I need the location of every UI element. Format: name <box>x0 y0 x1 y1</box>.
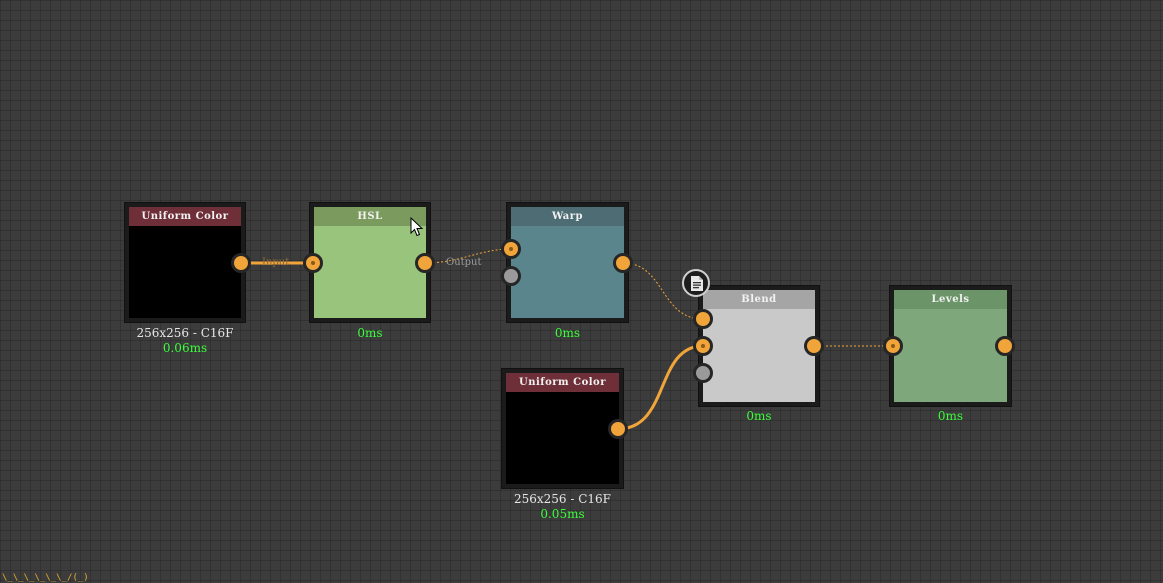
levels-output-port[interactable] <box>995 336 1015 356</box>
node-uniform-color-2[interactable]: Uniform Color <box>501 368 624 489</box>
levels-caption: 0ms <box>889 409 1012 424</box>
warp-output-port[interactable] <box>613 253 633 273</box>
node-dimensions: 256x256 - C16F <box>513 492 612 506</box>
blend-output-port[interactable] <box>804 336 824 356</box>
uniform-color-2-output-port[interactable] <box>608 419 628 439</box>
blend-caption: 0ms <box>698 409 820 424</box>
node-preview <box>314 226 426 318</box>
blend-foreground-port[interactable] <box>693 309 713 329</box>
document-icon <box>691 276 703 291</box>
warp-input-port[interactable] <box>501 239 521 259</box>
uniform-color-2-caption: 256x256 - C16F 0.05ms <box>501 492 624 522</box>
mouse-pointer-icon <box>410 217 424 237</box>
node-title: HSL <box>314 207 426 226</box>
warp-caption: 0ms <box>506 326 629 341</box>
node-time: 0.05ms <box>540 507 585 521</box>
document-button[interactable] <box>682 269 710 297</box>
node-preview <box>506 392 619 484</box>
node-blend[interactable]: Blend <box>698 285 820 407</box>
node-warp[interactable]: Warp <box>506 202 629 323</box>
status-text: \_\_\_\_\_\_/(_) <box>2 573 89 583</box>
node-preview <box>511 226 624 318</box>
node-title: Uniform Color <box>129 207 241 226</box>
node-time: 0ms <box>937 409 964 423</box>
wire-label-input: Input <box>262 257 290 268</box>
node-preview <box>703 309 815 402</box>
hsl-caption: 0ms <box>309 326 431 341</box>
node-title: Uniform Color <box>506 373 619 392</box>
node-time: 0ms <box>554 326 581 340</box>
blend-mask-port[interactable] <box>693 363 713 383</box>
node-levels[interactable]: Levels <box>889 285 1012 407</box>
uniform-color-1-caption: 256x256 - C16F 0.06ms <box>124 326 246 356</box>
node-time: 0ms <box>357 326 383 340</box>
node-uniform-color-1[interactable]: Uniform Color <box>124 202 246 323</box>
node-time: 0.06ms <box>162 341 208 355</box>
hsl-input-port[interactable] <box>303 253 323 273</box>
hsl-output-port[interactable] <box>415 253 435 273</box>
node-preview <box>129 226 241 318</box>
node-dimensions: 256x256 - C16F <box>136 326 234 340</box>
levels-input-port[interactable] <box>883 336 903 356</box>
wire-label-output: Output <box>446 257 482 268</box>
uniform-color-1-output-port[interactable] <box>231 253 251 273</box>
node-title: Warp <box>511 207 624 226</box>
node-preview <box>894 309 1007 402</box>
node-title: Levels <box>894 290 1007 309</box>
node-title: Blend <box>703 290 815 309</box>
blend-background-port[interactable] <box>693 336 713 356</box>
node-time: 0ms <box>746 409 772 423</box>
wire-uniform2-to-blend[interactable] <box>617 344 704 431</box>
warp-mask-port[interactable] <box>501 266 521 286</box>
